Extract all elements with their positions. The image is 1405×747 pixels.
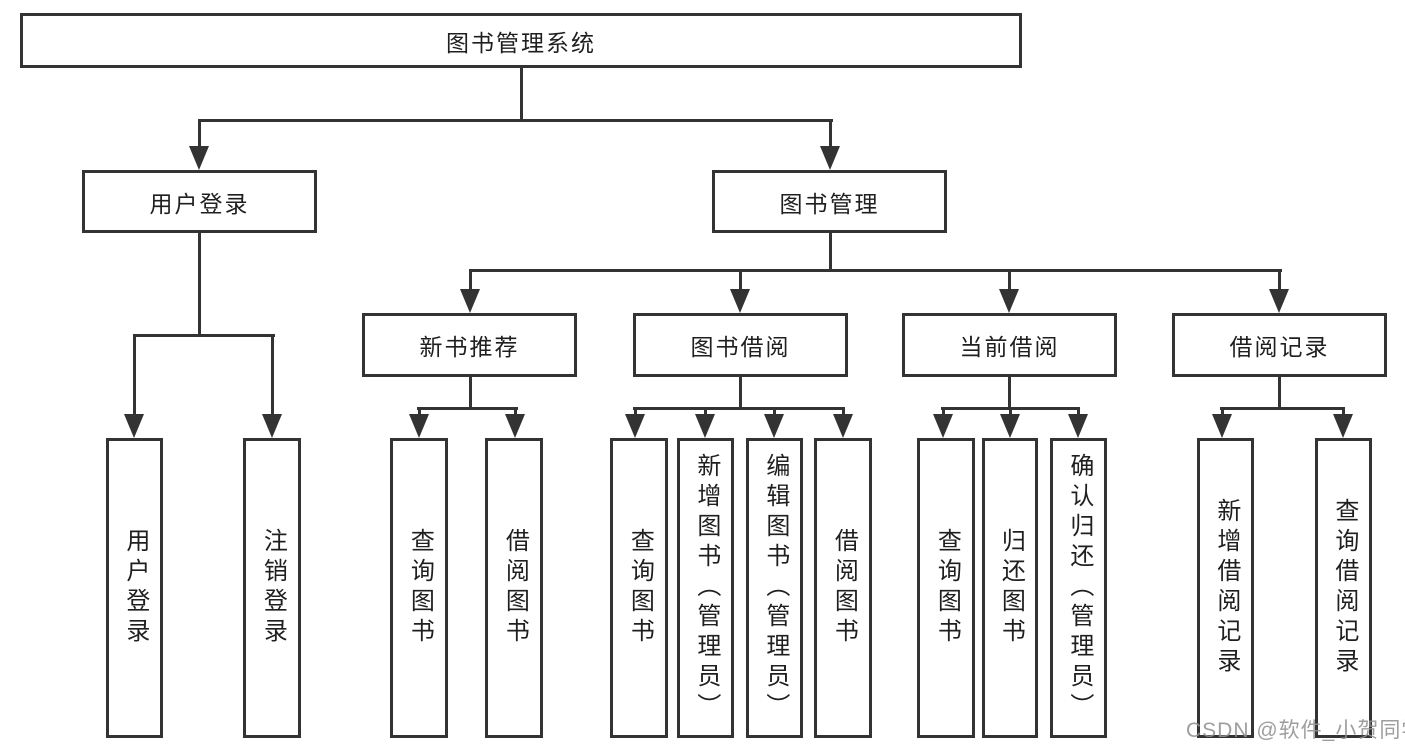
connector-arrowhead-icon <box>1212 414 1232 438</box>
node-label: 查询图书 <box>626 528 654 648</box>
node-label: 确认归还（管理员） <box>1065 453 1093 723</box>
connector-arrowhead-icon <box>124 414 144 438</box>
connector-line <box>704 407 707 417</box>
connector-line <box>829 233 832 272</box>
connector-line <box>1008 269 1011 294</box>
connector-arrowhead-icon <box>625 414 645 438</box>
node-label: 查询借阅记录 <box>1330 498 1358 678</box>
connector-line <box>842 407 845 417</box>
node-current-borrow: 当前借阅 <box>902 313 1117 377</box>
connector-arrowhead-icon <box>820 146 840 170</box>
node-book-management-system: 图书管理系统 <box>20 13 1022 68</box>
node-new-book-recommend: 新书推荐 <box>362 313 577 377</box>
connector-line <box>1008 377 1011 410</box>
connector-line <box>1278 269 1281 294</box>
node-label: 借阅图书 <box>501 528 529 648</box>
leaf-user-login: 用户登录 <box>106 438 163 738</box>
node-label: 借阅图书 <box>830 528 858 648</box>
connector-line <box>520 68 523 121</box>
connector-line <box>634 407 637 417</box>
connector-arrowhead-icon <box>460 289 480 313</box>
connector-line <box>739 377 742 410</box>
connector-line <box>1342 407 1345 417</box>
node-borrow-record: 借阅记录 <box>1172 313 1387 377</box>
node-label: 用户登录 <box>149 190 250 217</box>
connector-line <box>514 407 517 417</box>
connector-line <box>1077 407 1080 417</box>
connector-line <box>1009 407 1012 417</box>
node-label: 新增借阅记录 <box>1212 498 1240 678</box>
node-label: 图书借阅 <box>690 334 791 360</box>
node-label: 新增图书（管理员） <box>692 453 720 723</box>
leaf-borrow-add-books-admin: 新增图书（管理员） <box>677 438 734 738</box>
connector-arrowhead-icon <box>764 414 784 438</box>
connector-line <box>198 233 201 336</box>
leaf-record-add-borrow-record: 新增借阅记录 <box>1197 438 1254 738</box>
node-user-login: 用户登录 <box>82 170 317 233</box>
leaf-record-query-borrow-record: 查询借阅记录 <box>1315 438 1372 738</box>
node-label: 编辑图书（管理员） <box>761 453 789 723</box>
connector-arrowhead-icon <box>409 414 429 438</box>
connector-arrowhead-icon <box>505 414 525 438</box>
connector-line <box>271 334 274 416</box>
connector-arrowhead-icon <box>695 414 715 438</box>
connector-arrowhead-icon <box>933 414 953 438</box>
leaf-current-query-books: 查询图书 <box>917 438 975 738</box>
connector-line <box>198 119 201 151</box>
connector-line <box>773 407 776 417</box>
connector-arrowhead-icon <box>1333 414 1353 438</box>
connector-arrowhead-icon <box>1000 414 1020 438</box>
node-label: 注销登录 <box>259 528 287 648</box>
connector-arrowhead-icon <box>999 289 1019 313</box>
leaf-newbook-borrow-books: 借阅图书 <box>485 438 543 738</box>
connector-line <box>133 334 275 337</box>
leaf-current-return-books: 归还图书 <box>982 438 1038 738</box>
node-label: 图书管理系统 <box>446 29 596 56</box>
node-label: 用户登录 <box>121 528 149 648</box>
leaf-borrow-query-books: 查询图书 <box>610 438 668 738</box>
node-book-management: 图书管理 <box>712 170 947 233</box>
node-label: 当前借阅 <box>959 334 1060 360</box>
leaf-borrow-borrow-books: 借阅图书 <box>814 438 872 738</box>
connector-arrowhead-icon <box>833 414 853 438</box>
connector-line <box>469 269 472 294</box>
leaf-newbook-query-books: 查询图书 <box>390 438 448 738</box>
connector-line <box>418 407 421 417</box>
leaf-current-confirm-return-admin: 确认归还（管理员） <box>1050 438 1107 738</box>
connector-line <box>739 269 742 294</box>
connector-line <box>133 334 136 416</box>
connector-line <box>417 407 518 410</box>
leaf-borrow-edit-books-admin: 编辑图书（管理员） <box>746 438 803 738</box>
connector-arrowhead-icon <box>1269 289 1289 313</box>
node-label: 图书管理 <box>779 190 880 217</box>
node-label: 查询图书 <box>933 528 961 648</box>
node-book-borrow: 图书借阅 <box>633 313 848 377</box>
connector-line <box>469 377 472 410</box>
connector-line <box>469 269 1282 272</box>
connector-line <box>942 407 945 417</box>
node-label: 借阅记录 <box>1229 334 1330 360</box>
connector-arrowhead-icon <box>730 289 750 313</box>
connector-line <box>1278 377 1281 410</box>
connector-line <box>633 407 845 410</box>
connector-arrowhead-icon <box>1068 414 1088 438</box>
connector-line <box>1221 407 1224 417</box>
connector-arrowhead-icon <box>262 414 282 438</box>
leaf-logout: 注销登录 <box>243 438 301 738</box>
node-label: 新书推荐 <box>419 334 520 360</box>
node-label: 归还图书 <box>997 528 1025 648</box>
connector-line <box>1220 407 1345 410</box>
watermark: CSDN @软件_小贺同学 <box>1186 719 1405 742</box>
connector-line <box>829 119 832 151</box>
connector-line <box>198 119 833 122</box>
node-label: 查询图书 <box>406 528 434 648</box>
connector-arrowhead-icon <box>189 146 209 170</box>
